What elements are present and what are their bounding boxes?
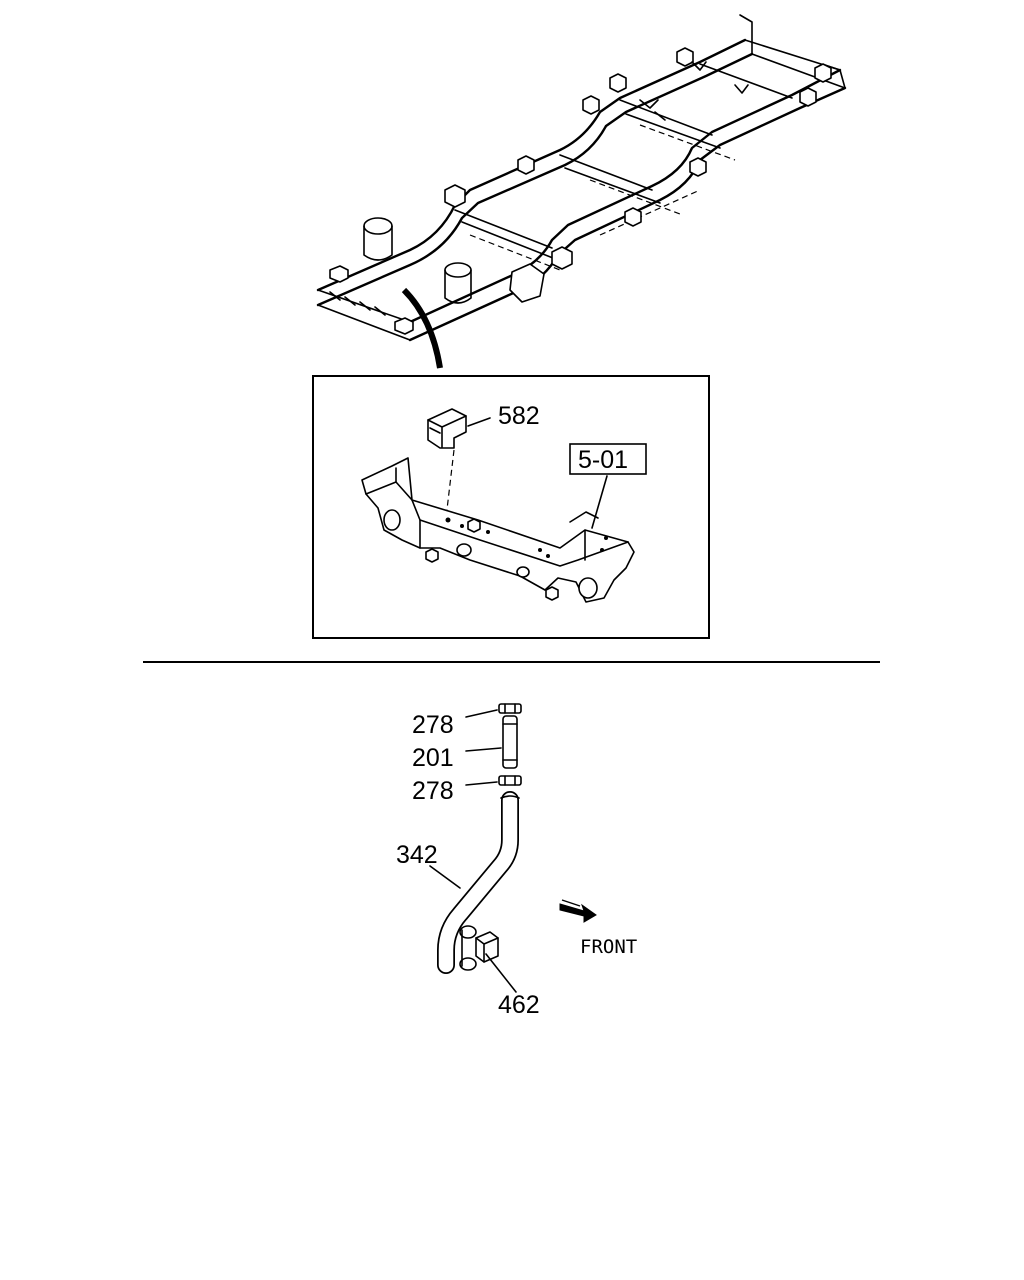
chassis-frame-illustration bbox=[316, 14, 847, 342]
ref-box-5-01 bbox=[569, 443, 647, 475]
callout-278-bottom: 278 bbox=[412, 777, 454, 805]
callout-278-top: 278 bbox=[412, 711, 454, 739]
callout-201: 201 bbox=[412, 744, 454, 772]
hose-342-shape bbox=[437, 791, 520, 974]
leader-342 bbox=[429, 865, 461, 889]
crossmember-shape bbox=[361, 457, 635, 603]
bolt-201-shape bbox=[502, 715, 518, 769]
leader-201 bbox=[465, 747, 502, 752]
callout-5-01: 5-01 bbox=[578, 446, 628, 474]
leader-5-01 bbox=[591, 475, 608, 529]
bracket-582-shape bbox=[427, 408, 467, 449]
leader-462 bbox=[485, 953, 517, 993]
leader-278-top bbox=[465, 709, 498, 718]
callout-582: 582 bbox=[498, 402, 540, 430]
callout-462: 462 bbox=[498, 991, 540, 1019]
washer-top-shape bbox=[498, 703, 522, 714]
clip-462-shape bbox=[459, 925, 499, 971]
detail-leader-curve bbox=[401, 287, 443, 369]
detail-box bbox=[312, 375, 710, 639]
front-arrow-icon bbox=[559, 899, 597, 923]
dash-582 bbox=[445, 449, 455, 519]
front-label: FRONT bbox=[580, 936, 637, 958]
washer-bottom-shape bbox=[498, 775, 522, 786]
leader-582 bbox=[467, 417, 491, 427]
leader-278-bottom bbox=[465, 781, 498, 786]
callout-342: 342 bbox=[396, 841, 438, 869]
